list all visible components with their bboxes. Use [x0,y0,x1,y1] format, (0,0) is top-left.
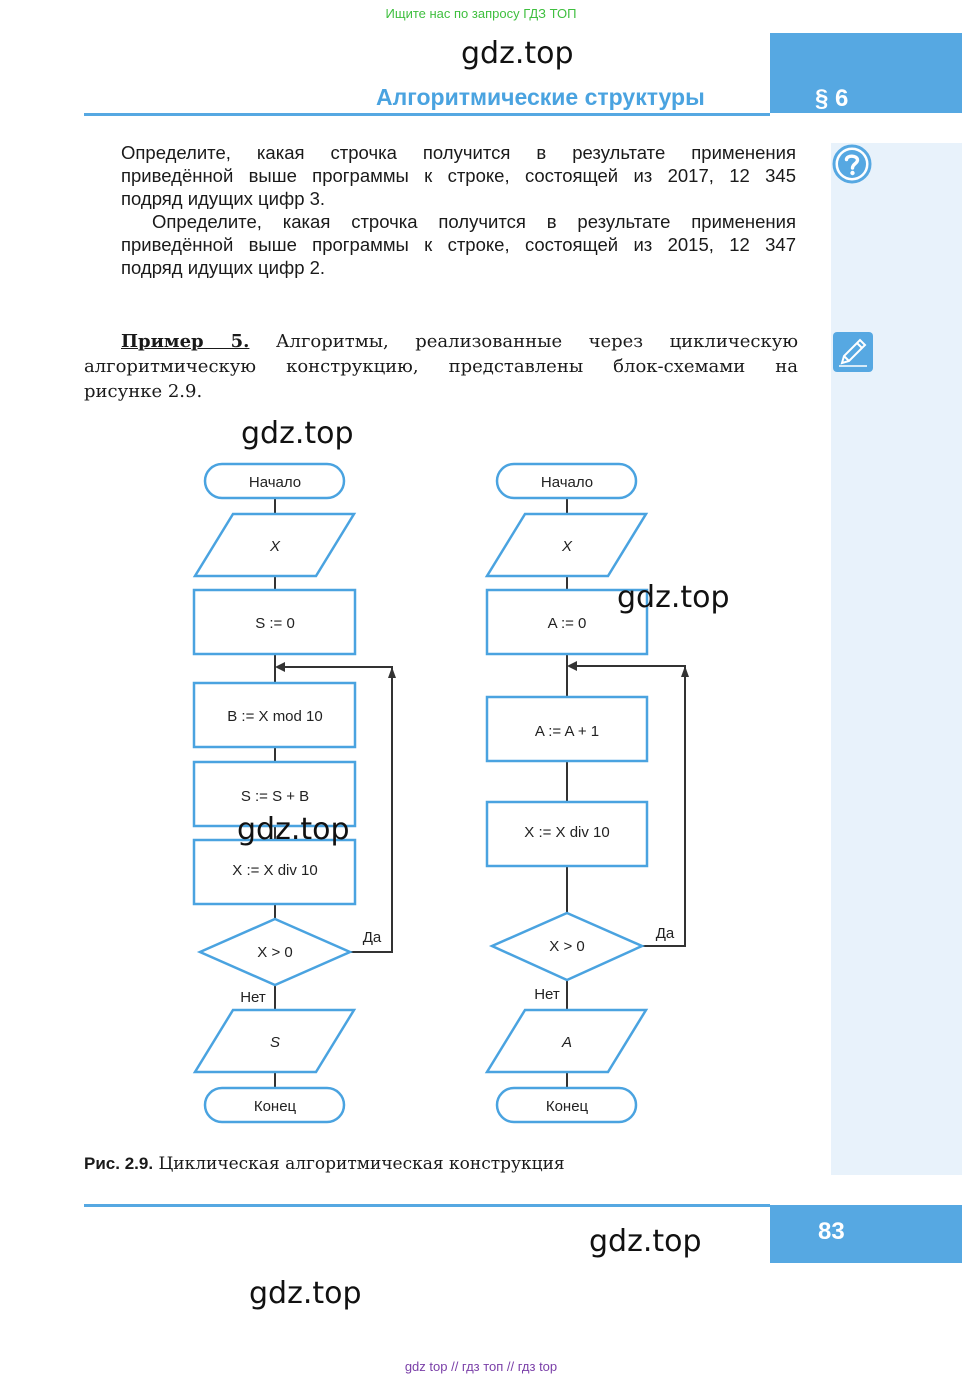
watermark: gdz.top [237,812,350,847]
left-x-label: X := X div 10 [232,862,317,879]
right-output-label: A [561,1034,572,1051]
page-header-title: Алгоритмические структуры [376,84,705,110]
watermark: gdz.top [241,416,354,451]
left-s0-block [192,588,357,656]
left-input-block [192,512,357,578]
paragraph-1-line-1: Определите, какая строчка получится в ре… [121,142,796,163]
right-a-block [485,695,649,763]
right-a0-block [485,588,649,656]
top-banner[interactable]: Ищите нас по запросу ГДЗ ТОП [385,6,577,21]
paragraph-2-line-1: Определите, какая строчка получится в ре… [152,211,796,232]
left-start-label: Начало [249,474,301,491]
right-x-block [485,800,649,868]
page-number: 83 [818,1218,845,1245]
pencil-icon [833,332,873,372]
figure-caption: Рис. 2.9. Циклическая алгоритмическая ко… [84,1154,565,1174]
right-input-block [484,512,649,578]
left-x-block [192,838,357,906]
example-line-2: алгоритмическую конструкцию, представлен… [84,356,798,377]
left-cond-label: X > 0 [257,944,292,961]
left-output-label: S [270,1034,280,1051]
left-output-block [192,1008,357,1074]
left-cond-block [196,917,354,987]
right-cond-label: X > 0 [549,938,584,955]
left-s-block [192,760,357,828]
paragraph-1-line-2: приведённой выше программы к строке, сос… [121,165,796,186]
example-line-1: Алгоритмы, реализованные через циклическ… [275,331,798,352]
left-end-block [203,1086,346,1124]
example-line-3: рисунке 2.9. [84,381,203,402]
right-x-label: X := X div 10 [524,824,609,841]
left-start-block [203,462,346,500]
figure-caption-text: Циклическая алгоритмическая конструкция [158,1154,565,1174]
question-icon [832,144,872,184]
left-s-label: S := S + B [241,788,309,805]
section-number: § 6 [815,85,849,112]
header-rule [84,113,770,116]
watermark: gdz.top [589,1224,702,1259]
left-s0-label: S := 0 [255,615,295,632]
paragraph-1-line-3: подряд идущих цифр 3. [121,188,326,209]
watermark: gdz.top [461,36,574,71]
footer-box [770,1205,962,1263]
example-lead: Пример 5. [121,331,250,352]
paragraph-2-line-2: приведённой выше программы к строке, сос… [121,234,796,255]
paragraph-1: Определите, какая строчка получится в ре… [121,141,796,210]
bottom-links[interactable]: gdz top // гдз топ // гдз top [404,1359,558,1374]
right-start-block [495,462,638,500]
example-paragraph: Пример 5. Алгоритмы, реализованные через… [84,329,798,404]
figure-caption-label: Рис. 2.9. [84,1154,154,1173]
left-b-block [192,681,357,749]
side-strip [831,143,962,1175]
paragraph-2-line-3: подряд идущих цифр 2. [121,257,326,278]
watermark: gdz.top [249,1276,362,1311]
right-end-block [495,1086,638,1124]
left-b-label: B := X mod 10 [227,708,322,725]
right-input-label: X [561,538,573,555]
right-output-block [484,1008,649,1074]
right-no-label: Нет [534,986,560,1003]
right-a-label: A := A + 1 [535,723,599,740]
section-box [770,33,962,113]
paragraph-2: Определите, какая строчка получится в ре… [121,210,796,279]
watermark: gdz.top [617,580,730,615]
right-a0-label: A := 0 [548,615,587,632]
right-cond-block [488,911,646,982]
right-start-label: Начало [541,474,593,491]
right-end-label: Конец [546,1098,589,1115]
left-input-label: X [269,538,281,555]
left-end-label: Конец [254,1098,297,1115]
left-yes-label: Да [363,929,382,946]
left-no-label: Нет [240,989,266,1006]
footer-rule [84,1204,770,1207]
right-yes-label: Да [656,925,675,942]
